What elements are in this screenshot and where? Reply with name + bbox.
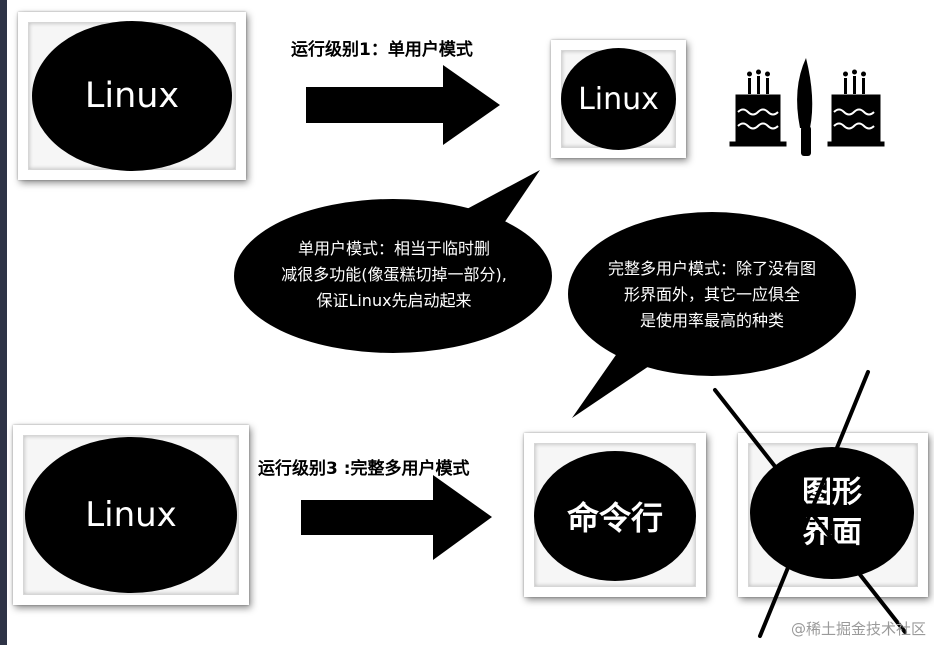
bottom-middle-frame: 命令行: [524, 433, 706, 597]
command-line-label: 命令行: [566, 499, 663, 537]
single-user-bubble-text: 单用户模式：相当于临时删 减很多功能(像蛋糕切掉一部分), 保证Linux先启动…: [244, 236, 544, 314]
top-right-frame: Linux: [551, 40, 686, 158]
multi-user-bubble: [568, 212, 856, 418]
linux-ellipse-small: Linux: [561, 48, 676, 150]
single-user-line2: 减很多功能(像蛋糕切掉一部分),: [281, 265, 507, 284]
multi-user-line2: 形界面外，其它一应俱全: [623, 285, 800, 304]
linux-label: Linux: [84, 76, 180, 116]
command-line-ellipse: 命令行: [534, 451, 696, 581]
single-user-bubble: [234, 170, 552, 353]
top-arrow-caption: 运行级别1：单用户模式: [291, 40, 473, 60]
single-user-line1: 单用户模式：相当于临时删: [297, 239, 490, 258]
linux-label-small: Linux: [578, 81, 659, 117]
watermark: @稀土掘金技术社区: [790, 620, 926, 638]
multi-user-bubble-text: 完整多用户模式：除了没有图 形界面外，其它一应俱全 是使用率最高的种类: [572, 256, 852, 334]
knife-icon: [797, 58, 813, 156]
linux-ellipse-bottom: Linux: [25, 437, 237, 593]
left-edge-bar: [0, 0, 7, 645]
gui-label-line2: 界面: [802, 515, 862, 550]
linux-ellipse: Linux: [32, 21, 232, 171]
cross-out-mark: [713, 370, 907, 638]
multi-user-line1: 完整多用户模式：除了没有图: [607, 259, 816, 278]
bottom-arrow-caption: 运行级别3 :完整多用户模式: [258, 459, 470, 479]
cake-icon: [729, 69, 787, 147]
bottom-left-frame: Linux: [13, 425, 249, 605]
top-arrow: [306, 65, 500, 145]
multi-user-line3: 是使用率最高的种类: [639, 311, 784, 330]
cake-icon: [827, 69, 885, 147]
bottom-arrow: [301, 475, 492, 560]
single-user-line3: 保证Linux先启动起来: [316, 291, 472, 310]
top-left-frame: Linux: [18, 12, 246, 180]
linux-label-bottom: Linux: [85, 495, 177, 535]
